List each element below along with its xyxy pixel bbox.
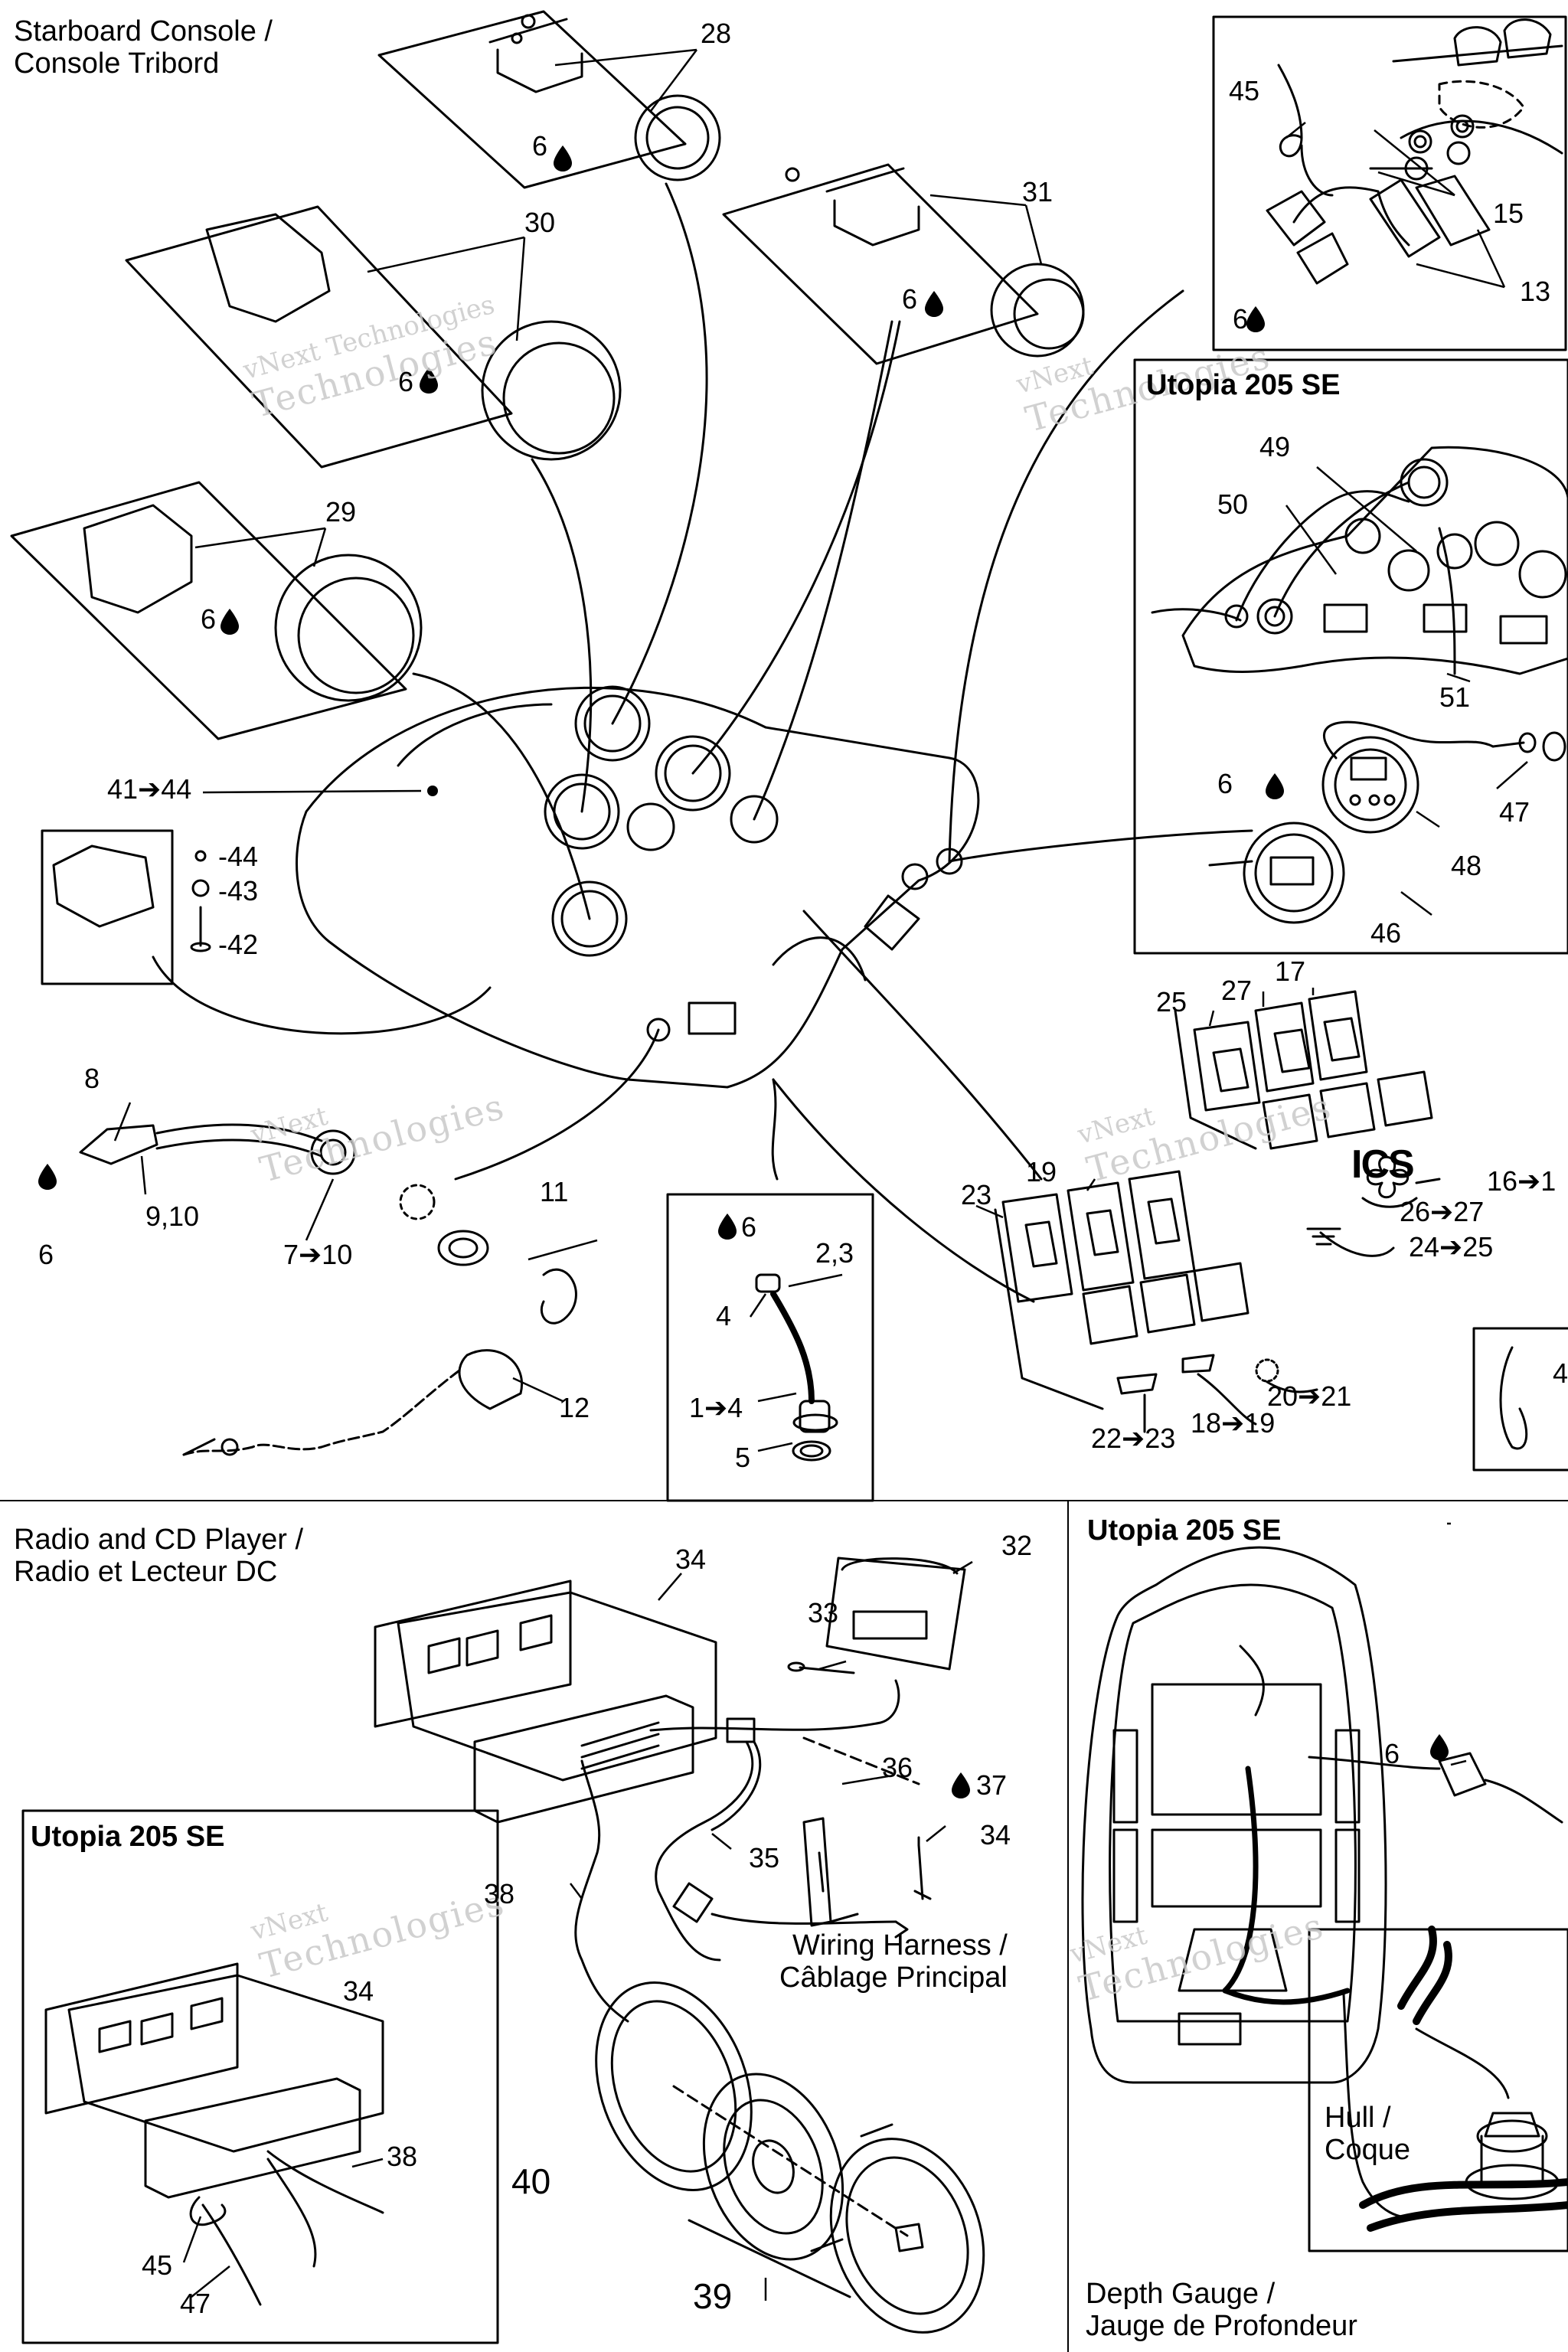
part-number: 2,3	[815, 1237, 854, 1269]
part-number: 31	[1022, 176, 1054, 207]
part-number: 41➔44	[107, 773, 192, 805]
part-number: 36	[882, 1752, 913, 1783]
panel-30	[125, 205, 513, 469]
part-number: 37	[976, 1769, 1008, 1801]
part-number: 51	[1439, 681, 1471, 713]
part-number: 46	[1370, 917, 1402, 949]
part-number: 12	[559, 1392, 590, 1423]
part-number: 8	[84, 1063, 100, 1094]
part-number: 34	[675, 1544, 707, 1575]
part-number: 34	[980, 1819, 1011, 1851]
part-number: 13	[1520, 276, 1551, 307]
radio-cd-title: Radio and CD Player / Radio et Lecteur D…	[14, 1524, 304, 1588]
part-number: 32	[1001, 1530, 1033, 1561]
part-number: 38	[484, 1878, 515, 1909]
part-number: 6	[398, 366, 414, 397]
part-number: 6	[1233, 303, 1249, 335]
part-number: 35	[749, 1842, 780, 1873]
part-number: -44	[218, 841, 259, 872]
part-number: 7➔10	[283, 1239, 353, 1270]
part-number: 9,10	[145, 1200, 200, 1232]
part-number: 33	[808, 1597, 839, 1628]
part-number: 6	[201, 603, 217, 635]
part-number: 48	[1451, 850, 1482, 881]
part-number: 4	[1553, 1357, 1568, 1389]
part-number: 22➔23	[1091, 1423, 1176, 1454]
part-number: 15	[1493, 198, 1524, 229]
part-number: 34	[343, 1975, 374, 2007]
part-number: 18➔19	[1191, 1407, 1276, 1439]
part-number: 27	[1221, 975, 1253, 1006]
ics-label: ICS	[1351, 1142, 1415, 1187]
part-number: 6	[1384, 1738, 1400, 1769]
part-number: 30	[524, 207, 556, 238]
part-number: 38	[387, 2141, 418, 2172]
part-number: 40	[511, 2161, 551, 2201]
part-number: 16➔1	[1487, 1165, 1557, 1197]
part-number: 4	[716, 1300, 732, 1331]
part-number: 1➔4	[689, 1392, 743, 1423]
part-number: -42	[218, 929, 259, 960]
utopia-title-radio: Utopia 205 SE	[31, 1821, 225, 1853]
utopia-title-boat: Utopia 205 SE	[1087, 1514, 1282, 1547]
part-number: 6	[532, 130, 548, 162]
part-number: 19	[1026, 1156, 1057, 1187]
box-41-44	[41, 829, 174, 985]
wiring-harness-label: Wiring Harness / Câblage Principal	[779, 1929, 1008, 1994]
hull-label: Hull / Coque	[1325, 2102, 1410, 2166]
part-number: 23	[961, 1179, 992, 1210]
part-number: 17	[1275, 956, 1306, 987]
part-number: 49	[1259, 431, 1291, 462]
part-number: 47	[180, 2288, 211, 2319]
part-number: 11	[540, 1176, 569, 1207]
panel-28	[377, 10, 687, 189]
part-number: 29	[325, 496, 357, 528]
part-number: 20➔21	[1267, 1380, 1352, 1412]
part-number: 24➔25	[1409, 1231, 1494, 1263]
part-number: 47	[1499, 796, 1530, 828]
part-number: 26➔27	[1400, 1196, 1485, 1227]
part-number: 50	[1217, 488, 1249, 520]
panel-31	[722, 163, 1039, 365]
part-number: 6	[902, 283, 918, 315]
part-number: 5	[735, 1442, 751, 1473]
part-number: 6	[741, 1211, 757, 1243]
starboard-console-title: Starboard Console / Console Tribord	[14, 15, 273, 80]
part-number: -43	[218, 875, 259, 906]
part-number: 39	[693, 2276, 733, 2316]
console-body	[296, 687, 980, 1089]
utopia-title-right: Utopia 205 SE	[1146, 369, 1341, 401]
part-number: 6	[1217, 768, 1233, 799]
part-number: 28	[701, 18, 732, 49]
part-number: 6	[38, 1239, 54, 1270]
part-number: 45	[1229, 75, 1260, 106]
depth-gauge-title: Depth Gauge / Jauge de Profondeur	[1086, 2278, 1357, 2342]
panel-29	[10, 481, 407, 740]
part-number: 45	[142, 2249, 173, 2281]
part-number: 25	[1156, 986, 1187, 1018]
